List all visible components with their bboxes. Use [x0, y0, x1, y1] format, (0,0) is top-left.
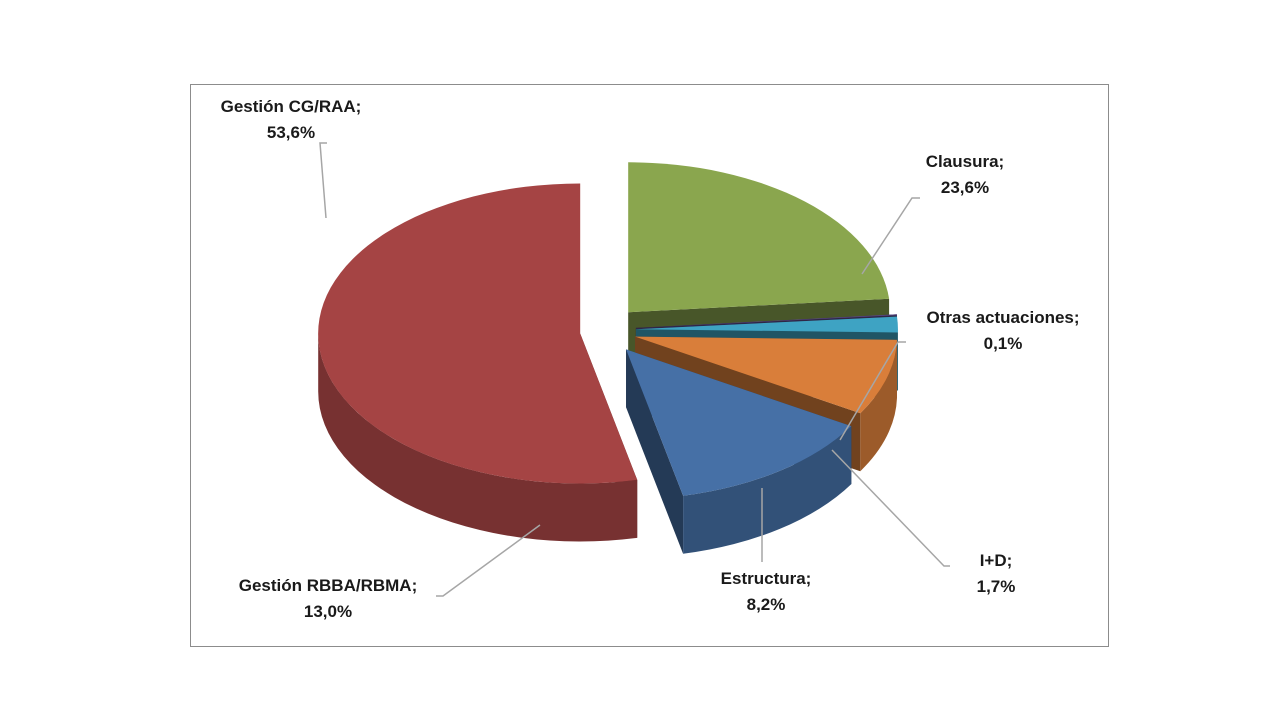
slice-gesti-n-rbba-rbma	[626, 349, 852, 496]
slice-estructura	[635, 336, 897, 414]
label-estructura-value: 8,2%	[747, 595, 786, 614]
label-rbba-name: Gestión RBBA/RBMA;	[239, 576, 418, 595]
label-id-value: 1,7%	[977, 577, 1016, 596]
slice-clausura	[628, 162, 890, 313]
label-estructura-name: Estructura;	[721, 569, 812, 588]
label-otras-name: Otras actuaciones;	[926, 308, 1079, 327]
label-id-name: I+D;	[980, 551, 1013, 570]
label-clausura-name: Clausura;	[926, 152, 1004, 171]
leader-line-cg	[319, 142, 327, 219]
slice-wall-gesti-n-rbba-rbma	[683, 426, 852, 554]
leader-line-id	[831, 449, 950, 567]
label-cg-value: 53,6%	[267, 123, 315, 142]
leader-lines	[319, 142, 950, 597]
label-rbba-value: 13,0%	[304, 602, 352, 621]
slice-i-d	[635, 316, 898, 333]
slice-otras-actuaciones	[635, 314, 897, 328]
pie-slices	[318, 162, 898, 554]
label-otras-value: 0,1%	[984, 334, 1023, 353]
leader-line-rbba	[436, 524, 541, 597]
chart-frame	[190, 84, 1109, 647]
data-labels: Gestión CG/RAA; 53,6% Clausura; 23,6% Ot…	[221, 97, 1080, 621]
slice-wall-estructura	[860, 339, 897, 472]
label-cg-name: Gestión CG/RAA;	[221, 97, 362, 116]
leader-line-otras	[839, 341, 906, 441]
leader-line-clausura	[861, 197, 920, 275]
slice-wall-gesti-n-cg-raa	[318, 333, 638, 542]
label-clausura-value: 23,6%	[941, 178, 989, 197]
slice-side-gesti-n-rbba-rbma-1	[626, 349, 684, 554]
slice-gesti-n-cg-raa	[318, 183, 638, 484]
